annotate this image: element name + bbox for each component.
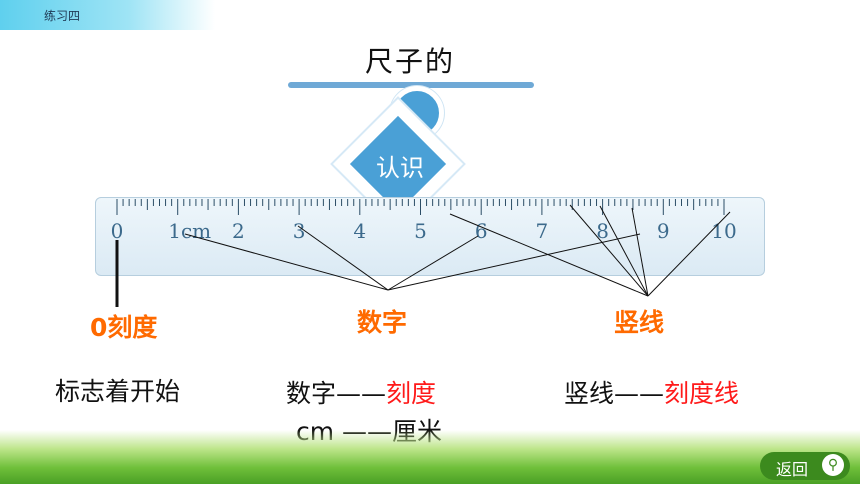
ruler-number: 5 — [414, 219, 427, 243]
zero-scale-label: 0刻度 — [90, 313, 158, 342]
back-button[interactable]: 返回 ⚲ — [760, 452, 850, 480]
numbers-pointer — [387, 233, 641, 291]
ruler-ticks — [116, 199, 725, 215]
page-title: 尺子的 — [364, 45, 455, 78]
ruler-number: 10 — [711, 219, 736, 243]
back-button-label: 返回 — [776, 460, 809, 479]
numbers-explanation-term: 刻度 — [386, 379, 437, 408]
vertical-lines-label: 竖线 — [614, 308, 665, 337]
vertical-lines-pointer — [599, 205, 649, 297]
lines-explanation: 竖线——刻度线 — [564, 374, 739, 410]
numbers-explanation-prefix: 数字—— — [286, 379, 387, 408]
numbers-pointer — [387, 235, 479, 291]
ruler-number: 8 — [596, 219, 609, 243]
lines-explanation-term: 刻度线 — [664, 379, 740, 408]
ruler — [95, 197, 765, 276]
ruler-number: 7 — [536, 219, 549, 243]
section-tab: 练习四 — [0, 0, 215, 30]
numbers-label: 数字 — [357, 308, 408, 337]
ruler-number: 4 — [353, 219, 366, 243]
ruler-number: 3 — [293, 219, 306, 243]
numbers-pointer — [184, 233, 389, 291]
pointer-lines — [115, 204, 731, 307]
grass-footer — [0, 430, 860, 484]
vertical-lines-pointer — [569, 204, 649, 297]
vertical-lines-pointer — [647, 211, 731, 297]
ruler-number: 0 — [111, 219, 124, 243]
marks-start-text: 标志着开始 — [55, 377, 181, 406]
ruler-number: 2 — [232, 219, 245, 243]
magnifier-icon: ⚲ — [822, 454, 844, 476]
numbers-explanation: 数字——刻度 — [286, 374, 436, 410]
vertical-lines-pointer — [631, 207, 649, 297]
badge-label: 认识 — [376, 154, 424, 182]
ruler-number: 6 — [475, 219, 488, 243]
numbers-pointer — [297, 225, 389, 291]
vertical-lines-pointer — [449, 213, 649, 297]
title-underline — [288, 82, 534, 88]
section-tab-label: 练习四 — [44, 9, 81, 23]
lines-explanation-prefix: 竖线—— — [564, 379, 665, 408]
ruler-number: 9 — [657, 219, 670, 243]
